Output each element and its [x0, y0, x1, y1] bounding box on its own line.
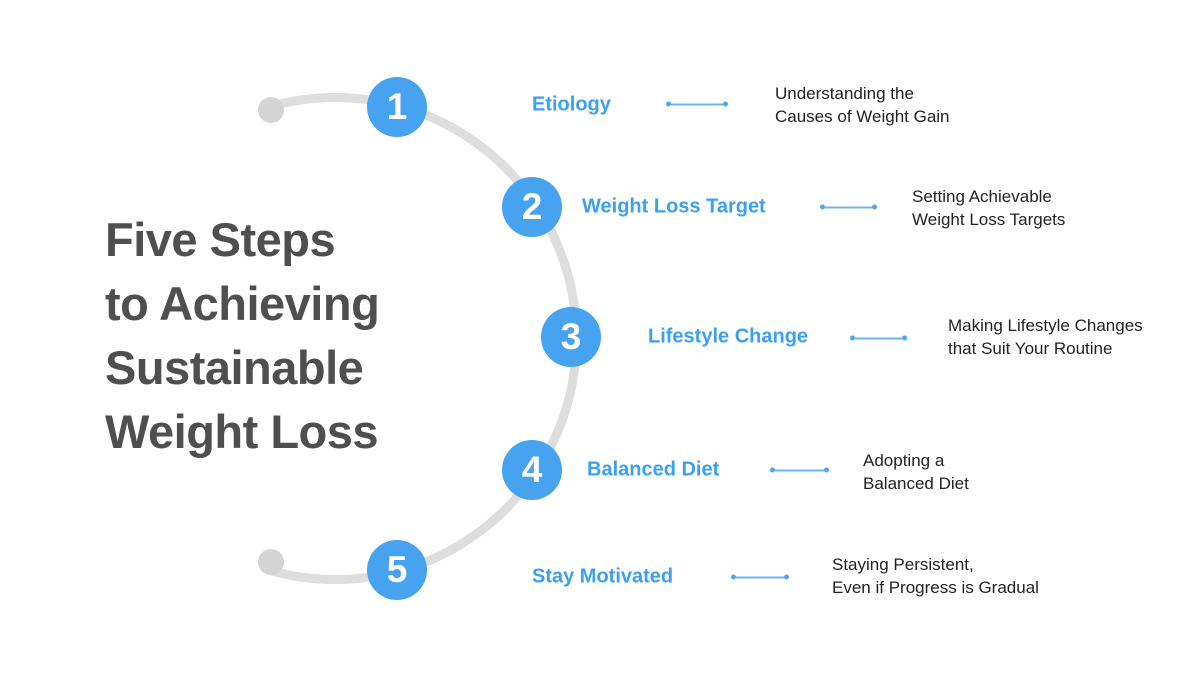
step-description-4: Adopting a Balanced Diet: [863, 449, 969, 495]
connector-right-dot: [902, 335, 907, 341]
connector-right-dot: [824, 467, 829, 473]
description-line: Balanced Diet: [863, 474, 969, 493]
title-line-1: Five Steps: [105, 213, 336, 266]
step-number-2: 2: [521, 186, 543, 227]
connector-line-1: [666, 101, 728, 107]
connector-line: [671, 103, 723, 105]
step-circle-4: 4: [502, 440, 562, 500]
connector-right-dot: [872, 204, 877, 210]
step-description-2: Setting Achievable Weight Loss Targets: [912, 185, 1065, 231]
connector-left-dot: [820, 204, 825, 210]
description-line: Setting Achievable: [912, 187, 1052, 206]
step-number-3: 3: [560, 316, 582, 357]
step-label-stay-motivated: Stay Motivated: [532, 565, 674, 588]
description-line: Understanding the: [775, 84, 914, 103]
connector-right-dot: [784, 574, 789, 580]
description-line: Staying Persistent,: [832, 555, 974, 574]
connector-left-dot: [731, 574, 736, 580]
title-line-2: to Achieving: [105, 277, 380, 330]
connector-line-5: [731, 574, 789, 580]
step-description-3: Making Lifestyle Changes that Suit Your …: [948, 314, 1143, 360]
connector-left-dot: [666, 101, 671, 107]
connector-right-dot: [723, 101, 728, 107]
step-label-lifestyle-change: Lifestyle Change: [648, 325, 809, 348]
connector-line-2: [820, 204, 877, 210]
step-circle-1: 1: [367, 77, 427, 137]
step-label-etiology: Etiology: [532, 93, 611, 116]
step-circle-3: 3: [541, 307, 601, 367]
connector-line: [775, 469, 824, 471]
connector-line-3: [850, 335, 907, 341]
step-circle-5: 5: [367, 540, 427, 600]
step-label-weight-loss-target: Weight Loss Target: [582, 195, 766, 218]
step-description-1: Understanding the Causes of Weight Gain: [775, 82, 950, 128]
step-number-5: 5: [386, 549, 408, 590]
step-number-1: 1: [386, 86, 408, 127]
description-line: Even if Progress is Gradual: [832, 578, 1039, 597]
arc-start-dot: [258, 97, 284, 123]
title-line-4: Weight Loss: [105, 405, 379, 458]
page-title: Five Steps to Achieving Sustainable Weig…: [105, 208, 380, 464]
step-number-4: 4: [521, 449, 543, 490]
description-line: that Suit Your Routine: [948, 339, 1113, 358]
arc-end-dot: [258, 549, 284, 575]
description-line: Adopting a: [863, 451, 945, 470]
step-circle-2: 2: [502, 177, 562, 237]
description-line: Causes of Weight Gain: [775, 107, 950, 126]
connector-line: [736, 576, 784, 578]
connector-left-dot: [770, 467, 775, 473]
step-label-balanced-diet: Balanced Diet: [587, 458, 720, 481]
connector-line: [855, 337, 902, 339]
description-line: Making Lifestyle Changes: [948, 316, 1143, 335]
title-line-3: Sustainable: [105, 341, 364, 394]
connector-left-dot: [850, 335, 855, 341]
connector-line: [825, 206, 872, 208]
description-line: Weight Loss Targets: [912, 210, 1066, 229]
connector-line-4: [770, 467, 829, 473]
step-description-5: Staying Persistent, Even if Progress is …: [832, 553, 1039, 599]
